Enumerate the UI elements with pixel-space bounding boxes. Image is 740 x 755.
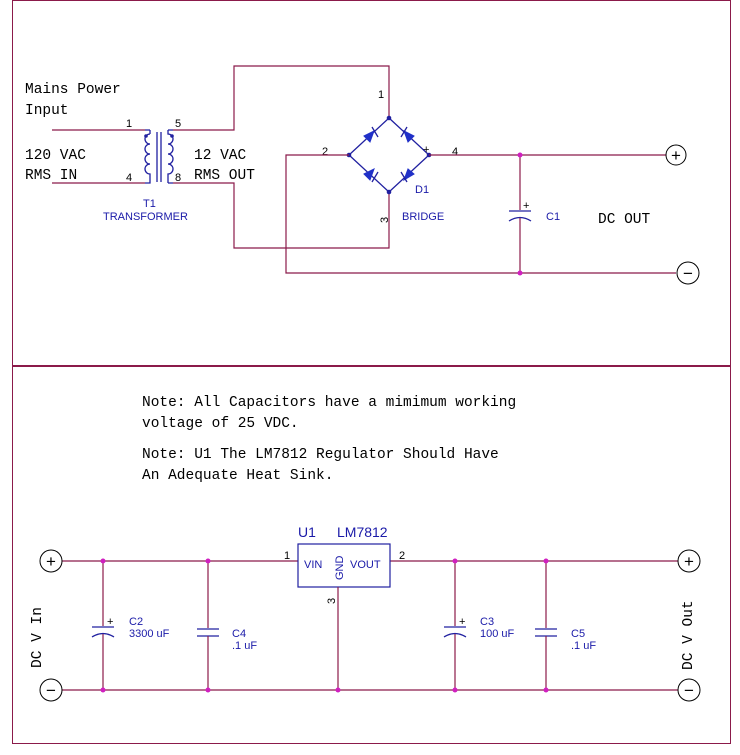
secondary-wire-bottom — [173, 182, 390, 249]
note1-line1: Note: All Capacitors have a mimimum work… — [142, 395, 516, 411]
input-voltage-label: 120 VAC — [25, 148, 86, 164]
note1-line2: voltage of 25 VDC. — [142, 416, 299, 432]
c5-ref: C5 — [571, 628, 585, 640]
u1-name: LM7812 — [337, 524, 388, 540]
top-minus-symbol: − — [683, 264, 693, 283]
input-minus-terminal: − — [39, 678, 63, 702]
bridge-diode-upper-left — [363, 129, 375, 143]
mains-label-line2: Input — [25, 103, 69, 119]
output-rms-label: RMS OUT — [194, 168, 255, 184]
t1-pin-8: 8 — [175, 172, 181, 184]
u1-ref: U1 — [298, 524, 316, 540]
d1-ref: D1 — [415, 184, 429, 196]
bridge-pin-3: 3 — [379, 217, 391, 223]
c3-ref: C3 — [480, 616, 494, 628]
t1-name: TRANSFORMER — [103, 211, 188, 223]
capacitor-c4: C4 .1 uF — [197, 558, 257, 693]
u1-vin-label: VIN — [304, 559, 322, 571]
t1-secondary-coil — [167, 129, 174, 184]
output-voltage-label: 12 VAC — [194, 148, 247, 164]
note2-line1: Note: U1 The LM7812 Regulator Should Hav… — [142, 447, 499, 463]
c3-plus-mark: + — [459, 616, 465, 628]
capacitor-c3: + C3 100 uF — [443, 558, 515, 693]
c5-value: .1 uF — [571, 640, 596, 652]
bridge-negative-wire — [285, 154, 520, 274]
c2-ref: C2 — [129, 616, 143, 628]
dc-v-out-label: DC V Out — [681, 600, 697, 670]
c3-value: 100 uF — [480, 628, 515, 640]
u1-pin-3: 3 — [326, 598, 338, 604]
output-minus-terminal: − — [677, 678, 701, 702]
c1-ref: C1 — [546, 211, 560, 223]
t1-secondary-phase-dot — [170, 134, 174, 138]
t1-primary-phase-dot — [144, 134, 148, 138]
bridge-outline — [348, 117, 430, 193]
t1-pin-1: 1 — [126, 118, 132, 130]
d1-name: BRIDGE — [402, 211, 444, 223]
t1-pin-5: 5 — [175, 118, 181, 130]
input-plus-symbol: + — [46, 552, 56, 571]
output-plus-terminal: + — [677, 549, 701, 573]
dc-out-label: DC OUT — [598, 212, 651, 228]
u1-pin-1: 1 — [284, 550, 290, 562]
u1-pin-2: 2 — [399, 550, 405, 562]
t1-primary-coil — [144, 129, 151, 184]
note2-line2: An Adequate Heat Sink. — [142, 468, 333, 484]
c4-value: .1 uF — [232, 640, 257, 652]
c1-plate-bottom — [508, 216, 532, 222]
bridge-pin-4: 4 — [452, 146, 458, 158]
input-rms-label: RMS IN — [25, 168, 77, 184]
u1-body — [297, 543, 391, 588]
top-minus-terminal: − — [676, 261, 700, 285]
bottom-frame — [12, 366, 731, 744]
bridge-pin-1: 1 — [378, 89, 384, 101]
bridge-diode-lower-left — [363, 167, 375, 181]
mains-input-label: Mains Power Input 120 VAC RMS IN — [25, 82, 121, 184]
top-plus-symbol: + — [671, 146, 681, 165]
capacitor-c1: + C1 — [508, 152, 560, 276]
c2-plus-mark: + — [107, 616, 113, 628]
secondary-wire-top — [173, 65, 390, 131]
top-frame — [12, 0, 731, 366]
input-plus-terminal: + — [39, 549, 63, 573]
t1-pin-4: 4 — [126, 172, 132, 184]
u1-gnd-label: GND — [334, 556, 346, 581]
bridge-diode-upper-right — [403, 129, 415, 143]
t1-ref: T1 — [143, 198, 156, 210]
dc-v-in-label: DC V In — [30, 607, 46, 668]
top-plus-terminal: + — [665, 144, 687, 166]
bridge-diode-lower-right — [403, 168, 415, 182]
c1-plus-mark: + — [523, 200, 529, 212]
input-minus-symbol: − — [46, 681, 56, 700]
bridge-pin-2: 2 — [322, 146, 328, 158]
output-minus-symbol: − — [684, 681, 694, 700]
u1-vout-label: VOUT — [350, 559, 381, 571]
c4-ref: C4 — [232, 628, 246, 640]
c2-value: 3300 uF — [129, 628, 170, 640]
bridge-plus-mark: + — [423, 144, 429, 156]
bridge-d1: 1 2 3 4 + D1 BRIDGE — [322, 89, 458, 223]
regulator-u1: U1 LM7812 VIN GND VOUT 1 2 3 — [284, 524, 405, 690]
output-plus-symbol: + — [684, 552, 694, 571]
mains-label-line1: Mains Power — [25, 82, 121, 98]
capacitor-c2: + C2 3300 uF — [91, 558, 170, 693]
capacitor-c5: C5 .1 uF — [535, 558, 596, 693]
transformer-t1: T1 TRANSFORMER — [103, 129, 188, 223]
